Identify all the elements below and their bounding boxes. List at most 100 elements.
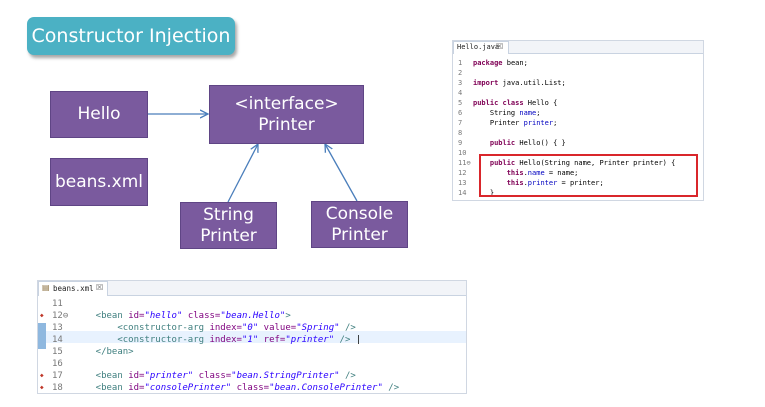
code-token: "bean.ConsolePrinter" (269, 383, 383, 393)
code-token: /> (334, 335, 351, 345)
code-token: </bean> (74, 347, 134, 357)
line-number: 14 (52, 335, 63, 345)
console-printer-label: Console Printer (325, 203, 394, 245)
code-text: public Hello() { } (473, 138, 566, 148)
line-number: 17 (52, 371, 63, 381)
code-token: import (473, 79, 499, 87)
code-token: <constructor-arg (74, 323, 210, 333)
code-token: ; (536, 109, 541, 117)
code-token: printer (527, 179, 558, 187)
java-editor-tab[interactable]: Hello.java ☒ (453, 41, 509, 54)
line-number: 13 (458, 179, 467, 187)
code-token: printer (523, 119, 554, 127)
xml-tab-label: beans.xml (53, 284, 94, 293)
line-number: 5 (458, 99, 463, 107)
console-printer-box: Console Printer (311, 201, 408, 248)
line-number: 10 (458, 149, 467, 157)
code-token: . (523, 169, 528, 177)
code-token: public (489, 159, 516, 167)
code-token: id= (128, 383, 145, 393)
line-number: 18 (52, 383, 63, 393)
xml-editor-tabbar: ▤ beans.xml ☒ (38, 281, 466, 296)
code-token: = printer; (557, 179, 604, 187)
close-icon[interactable]: ☒ (96, 283, 104, 292)
code-token: <bean (74, 371, 129, 381)
java-tab-label: Hello.java (457, 43, 500, 51)
arrow-consoleprinter-to-printer (325, 144, 358, 202)
line-number: 2 (458, 69, 463, 77)
code-text: <bean id="printer" class="bean.StringPri… (74, 370, 356, 382)
page-title: Constructor Injection (27, 17, 235, 55)
code-token: /> (339, 371, 356, 381)
code-token: public (489, 139, 516, 147)
xml-file-icon: ▤ (42, 283, 50, 292)
java-editor-tabbar: Hello.java ☒ (453, 41, 703, 54)
code-token: . (523, 179, 528, 187)
code-text: this.printer = printer; (473, 178, 604, 188)
code-token: Printer (473, 119, 524, 127)
code-token: ref= (263, 335, 286, 345)
code-token: <bean (74, 311, 129, 321)
code-token: /> (339, 323, 356, 333)
code-token: class= (236, 383, 270, 393)
code-token: <constructor-arg (74, 335, 210, 345)
code-token: = name; (544, 169, 579, 177)
line-number: 11⊖ (458, 159, 471, 167)
code-text: </bean> (74, 346, 134, 358)
line-number: 7 (458, 119, 463, 127)
code-text: String name; (473, 108, 541, 118)
code-token: java.util.List; (498, 79, 566, 87)
line-number: 13 (52, 323, 63, 333)
code-token: class= (198, 371, 232, 381)
code-token: /> (382, 383, 400, 393)
code-token: } (473, 189, 495, 197)
printer-interface-box: <interface> Printer (209, 85, 364, 144)
code-text: public Hello(String name, Printer printe… (473, 158, 675, 168)
code-token: id= (128, 311, 145, 321)
line-number: 15 (52, 347, 63, 357)
code-token: public class (473, 99, 524, 107)
code-token: "bean.Hello" (220, 311, 286, 321)
code-token: "consolePrinter" (144, 383, 232, 393)
current-line-highlight (38, 331, 466, 343)
line-number: 6 (458, 109, 463, 117)
code-token: value= (263, 323, 297, 333)
code-text: } (473, 188, 494, 198)
string-printer-box: String Printer (180, 202, 277, 249)
line-number: 12 (458, 169, 467, 177)
code-token: this (506, 179, 524, 187)
line-number: 9 (458, 139, 463, 147)
string-printer-label: String Printer (200, 204, 257, 246)
code-text: <bean id="consolePrinter" class="bean.Co… (74, 382, 399, 394)
hello-box: Hello (50, 91, 148, 138)
code-token: Hello() { } (515, 139, 566, 147)
line-number: 12⊖ (52, 311, 69, 321)
xml-editor-tab[interactable]: ▤ beans.xml ☒ (38, 281, 108, 296)
code-text: this.name = name; (473, 168, 579, 178)
code-text: public class Hello { (473, 98, 557, 108)
printer-interface-label: <interface> Printer (234, 93, 339, 135)
code-text: Printer printer; (473, 118, 557, 128)
bean-marker-icon: ◆ (40, 384, 44, 391)
arrow-stringprinter-to-printer (227, 144, 258, 203)
code-token: this (506, 169, 524, 177)
code-token: <bean (74, 383, 129, 393)
code-text: <bean id="hello" class="bean.Hello"> (74, 310, 291, 322)
line-number: 4 (458, 89, 463, 97)
code-token: index= (209, 335, 242, 345)
code-token: String (473, 109, 520, 117)
xml-editor-panel: ▤ beans.xml ☒ 11◆12⊖ <bean id="hello" cl… (37, 280, 467, 394)
code-token: | (350, 335, 362, 345)
code-text: <constructor-arg index="1" ref="printer"… (74, 334, 361, 346)
close-icon[interactable]: ☒ (496, 42, 504, 51)
bean-marker-icon: ◆ (40, 372, 44, 379)
code-token: Hello(String name, Printer printer) { (515, 159, 676, 167)
code-text: <constructor-arg index="0" value="Spring… (74, 322, 356, 334)
hello-label: Hello (77, 104, 121, 124)
code-token: "Spring" (296, 323, 340, 333)
bean-marker-icon: ◆ (40, 312, 44, 319)
code-token (473, 139, 490, 147)
code-token: "bean.StringPrinter" (231, 371, 340, 381)
